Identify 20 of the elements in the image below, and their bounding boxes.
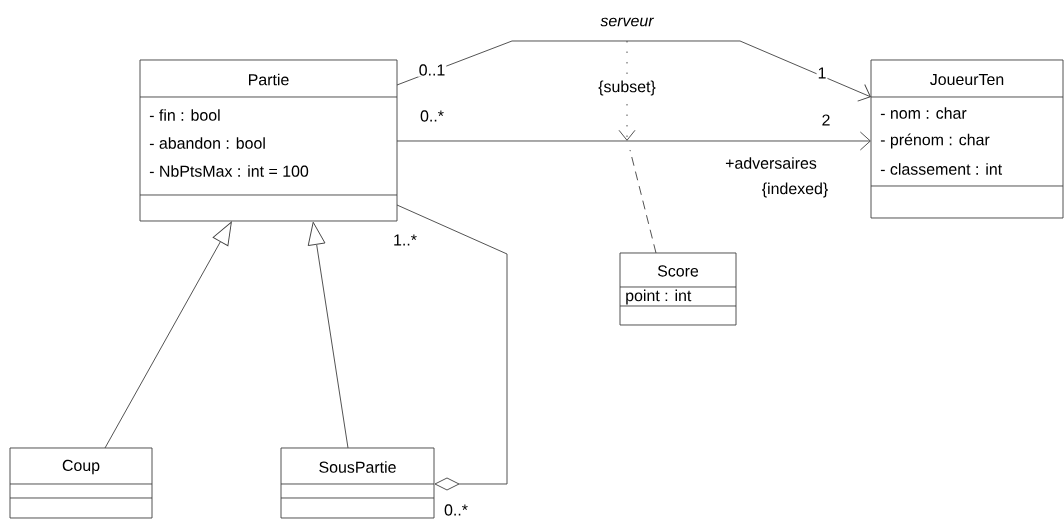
multiplicity-label: 0..1 xyxy=(417,63,447,77)
generalization-arrow xyxy=(104,221,232,449)
class-box: JoueurTen - nom : char - prénom : char - classement : int xyxy=(870,59,1064,219)
association-class-line xyxy=(629,149,657,254)
edge-label: serveur xyxy=(599,16,655,28)
generalization-arrow xyxy=(307,221,349,449)
class-box: SousPartie xyxy=(280,447,435,519)
multiplicity-label: 1..* xyxy=(392,233,418,247)
association-arrow xyxy=(396,131,871,151)
aggregation-line xyxy=(396,204,508,491)
class-box: Partie - fin : bool - abandon : bool - NbPtsMax : int = 100 xyxy=(139,59,398,222)
class-box: Coup xyxy=(9,447,153,519)
multiplicity-label: {indexed} xyxy=(760,181,830,199)
class-box: Score point : int xyxy=(619,252,737,326)
multiplicity-label: 0..* xyxy=(419,109,445,123)
multiplicity-label: 1 xyxy=(816,66,828,80)
association-arrow xyxy=(396,40,871,102)
multiplicity-label: {subset} xyxy=(597,79,657,97)
multiplicity-label: +adversaires xyxy=(724,156,818,170)
multiplicity-label: 2 xyxy=(820,113,832,127)
